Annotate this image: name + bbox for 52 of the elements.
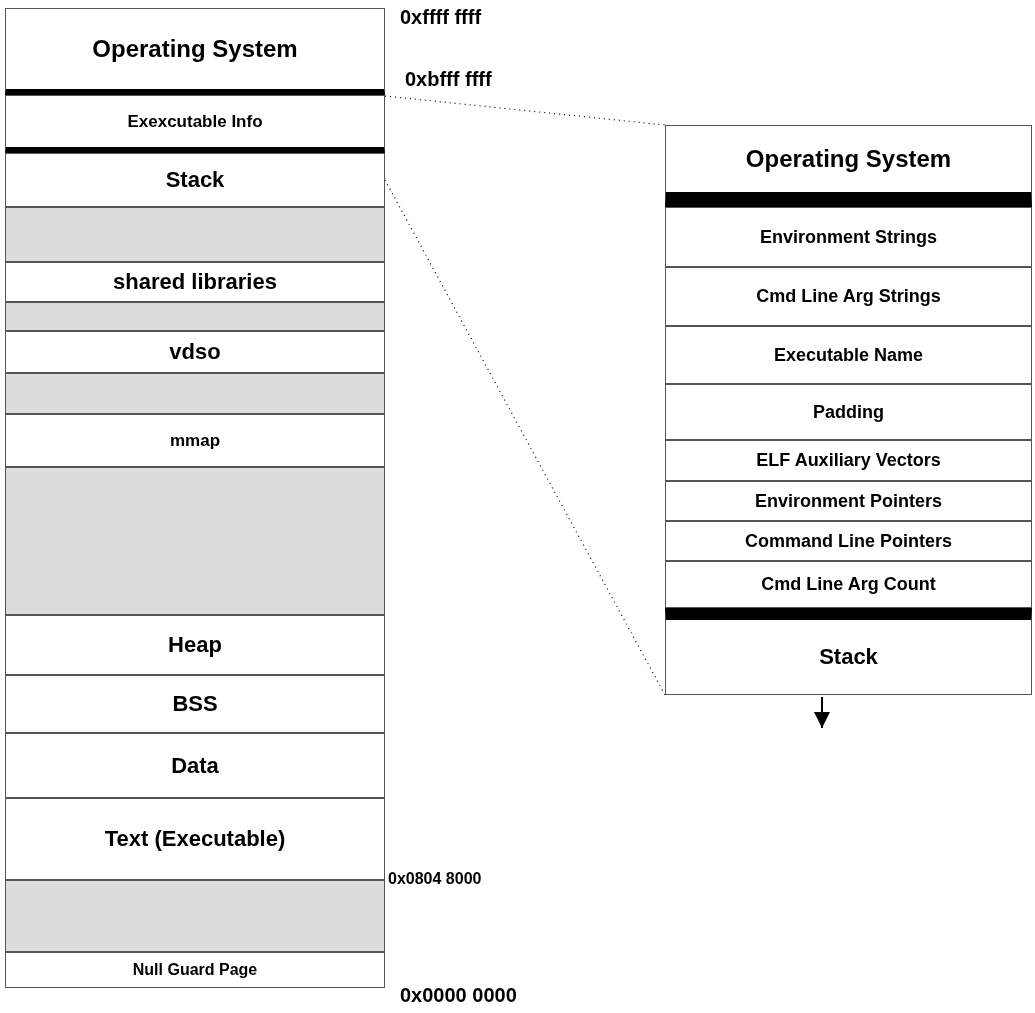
segment-label: ELF Auxiliary Vectors [756, 450, 941, 471]
address-label: 0xffff ffff [400, 6, 482, 29]
address-label: 0xbfff ffff [405, 68, 492, 91]
segment-label: BSS [172, 691, 218, 717]
segment-label: Stack [165, 167, 225, 193]
memory-segment [5, 733, 385, 798]
zoom-line [384, 95, 666, 126]
memory-segment [665, 440, 1032, 481]
segment-label: Operating System [745, 145, 952, 173]
segment-label: Heap [168, 632, 222, 658]
address-label: 0x0000 0000 [400, 984, 517, 1007]
memory-segment [665, 125, 1032, 207]
memory-segment [665, 207, 1032, 267]
memory-segment [5, 331, 385, 373]
segment-label: Padding [813, 401, 884, 423]
memory-segment [665, 326, 1032, 384]
segment-label: vdso [169, 339, 221, 365]
segment-label: shared libraries [113, 269, 277, 295]
unused-region [5, 207, 385, 262]
segment-label: Data [171, 752, 219, 779]
memory-segment [5, 952, 385, 988]
segment-label: Cmd Line Arg Count [761, 574, 936, 595]
memory-segment [5, 153, 385, 207]
memory-segment [5, 798, 385, 880]
unused-region [5, 467, 385, 615]
memory-segment [665, 384, 1032, 440]
unused-region [5, 302, 385, 331]
unused-region [5, 880, 385, 952]
segment-label: Environment Pointers [755, 490, 942, 512]
memory-segment [665, 521, 1032, 561]
segment-label: Environment Strings [760, 226, 937, 248]
segment-label: Executable Name [773, 344, 924, 366]
segment-label: Command Line Pointers [745, 530, 952, 552]
memory-segment [665, 267, 1032, 326]
segment-label: Operating System [92, 35, 298, 63]
memory-segment [5, 675, 385, 733]
memory-segment [665, 481, 1032, 521]
memory-segment [5, 414, 385, 467]
unused-region [5, 373, 385, 414]
address-label: 0x0804 8000 [388, 870, 482, 888]
segment-label: Null Guard Page [132, 961, 258, 979]
memory-segment [5, 615, 385, 675]
segment-label: Cmd Line Arg Strings [756, 286, 941, 307]
segment-label: Exexcutable Info [127, 111, 263, 132]
memory-segment [5, 262, 385, 302]
memory-segment [5, 8, 385, 95]
segment-label: mmap [169, 430, 221, 451]
memory-segment [665, 608, 1032, 695]
memory-segment [665, 561, 1032, 608]
segment-label: Stack [819, 644, 878, 670]
memory-segment [5, 95, 385, 153]
segment-label: Text (Executable) [104, 826, 286, 852]
